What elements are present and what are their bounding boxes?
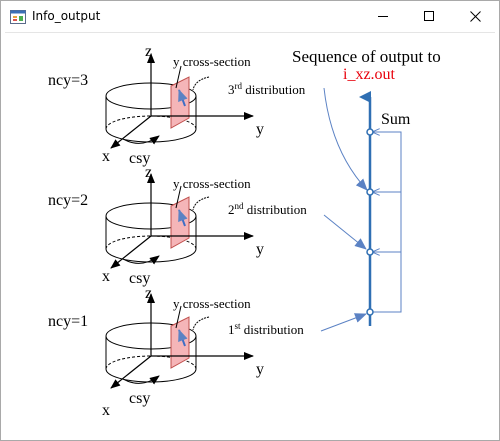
z-axis-label: z <box>145 43 152 60</box>
panel-ncy2: ncy=2 z y x csy y cross-section 2nd dist… <box>48 164 307 287</box>
csy-label: csy <box>129 270 150 287</box>
sum-bracket-3 <box>373 131 402 193</box>
close-icon <box>470 11 481 22</box>
output-sequence-diagram: ncy=3 z y x csy y cross-section 3rd dist… <box>48 43 441 419</box>
panel-ncy3: ncy=3 z y x csy y cross-section 3rd dist… <box>48 43 306 167</box>
form-window-icon <box>10 10 26 24</box>
csy-label: csy <box>129 390 150 407</box>
z-axis-label: z <box>145 164 152 181</box>
sum-bracket-2 <box>373 191 402 253</box>
maximize-icon <box>424 11 434 21</box>
x-axis-label: x <box>102 148 110 165</box>
title-bar[interactable]: Info_output <box>1 1 499 32</box>
client-area: ncy=3 z y x csy y cross-section 3rd dist… <box>5 32 495 437</box>
sum-label: Sum <box>381 111 411 128</box>
z-axis-label: z <box>145 285 152 302</box>
sequence-header: Sequence of output to <box>292 47 441 66</box>
output-node-3 <box>366 188 374 196</box>
minimize-icon <box>378 16 388 17</box>
arrow-dist2 <box>323 214 367 250</box>
maximize-button[interactable] <box>407 1 453 32</box>
distribution-label: 3rd distribution <box>228 81 306 97</box>
minimize-button[interactable] <box>361 1 407 32</box>
x-axis-label: x <box>102 268 110 285</box>
distribution-label: 2nd distribution <box>228 201 307 217</box>
ncy-label: ncy=2 <box>48 192 88 209</box>
csy-label: csy <box>129 150 150 167</box>
distribution-label: 1st distribution <box>228 321 304 337</box>
cross-section-label: y cross-section <box>173 54 251 69</box>
x-axis-label: x <box>102 402 110 419</box>
y-axis-label: y <box>256 361 264 378</box>
y-axis-label: y <box>256 241 264 258</box>
cross-section-label: y cross-section <box>173 176 251 191</box>
ncy-label: ncy=1 <box>48 313 88 330</box>
y-axis-label: y <box>256 121 264 138</box>
sum-node <box>366 128 374 136</box>
arrow-dist3 <box>323 87 368 191</box>
sum-bracket-1 <box>373 251 402 313</box>
output-filename: i_xz.out <box>343 66 396 83</box>
window-title: Info_output <box>32 9 101 23</box>
close-button[interactable] <box>453 1 499 32</box>
cross-section-label: y cross-section <box>173 296 251 311</box>
output-node-1 <box>366 308 374 316</box>
panel-ncy1: ncy=1 z y x csy y cross-section 1st dist… <box>48 285 304 419</box>
arrow-dist1 <box>320 313 367 332</box>
output-node-2 <box>366 248 374 256</box>
ncy-label: ncy=3 <box>48 72 88 89</box>
